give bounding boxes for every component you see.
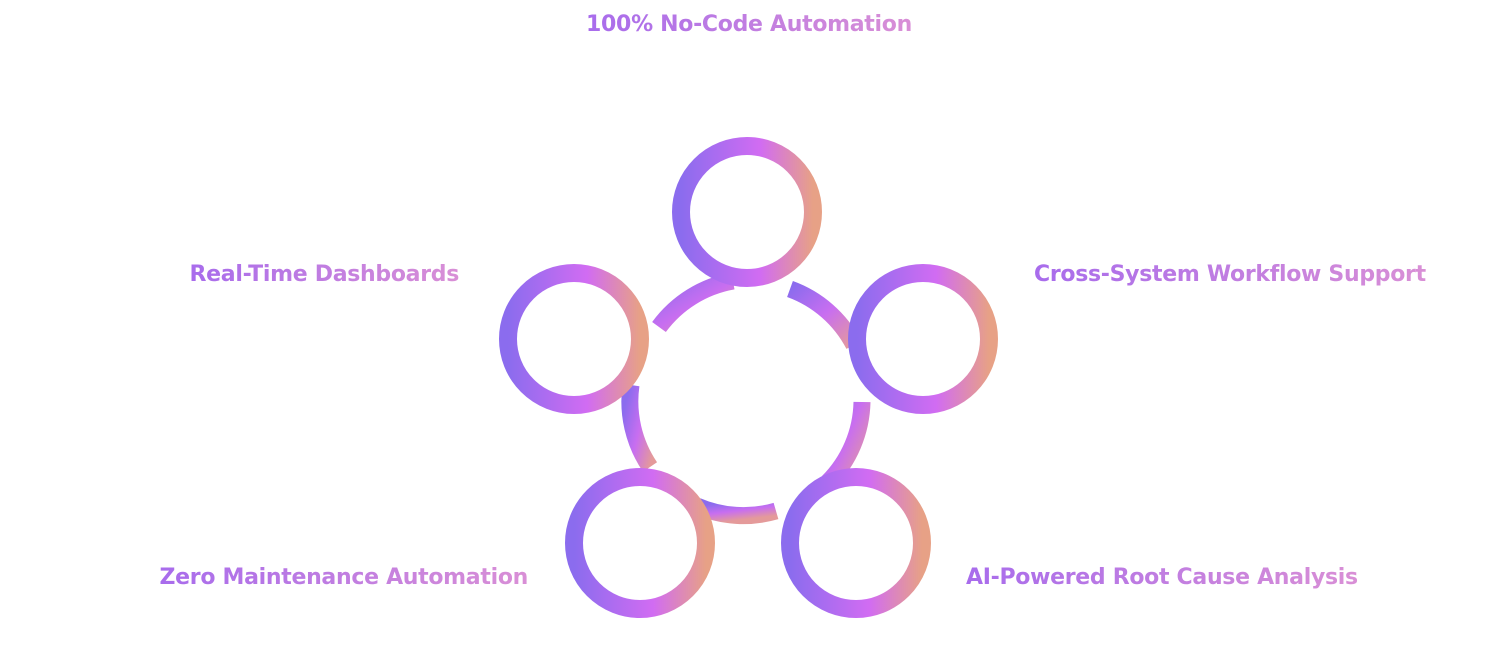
ring-left <box>499 264 649 414</box>
feature-label-bottom-right: AI-Powered Root Cause Analysis <box>966 565 1358 590</box>
ring-top <box>672 137 822 287</box>
ring-bottom-left <box>565 468 715 618</box>
ring-right <box>848 264 998 414</box>
feature-label-bottom-left: Zero Maintenance Automation <box>160 565 529 590</box>
central-ring-arc-left <box>621 383 658 472</box>
feature-label-top: 100% No-Code Automation <box>586 12 912 37</box>
feature-label-left: Real-Time Dashboards <box>190 262 460 287</box>
ring-bottom-right <box>781 468 931 618</box>
central-ring-arc-top-left <box>652 272 735 333</box>
feature-label-right: Cross-System Workflow Support <box>1034 262 1427 287</box>
central-ring-arc-top-right <box>786 281 862 350</box>
